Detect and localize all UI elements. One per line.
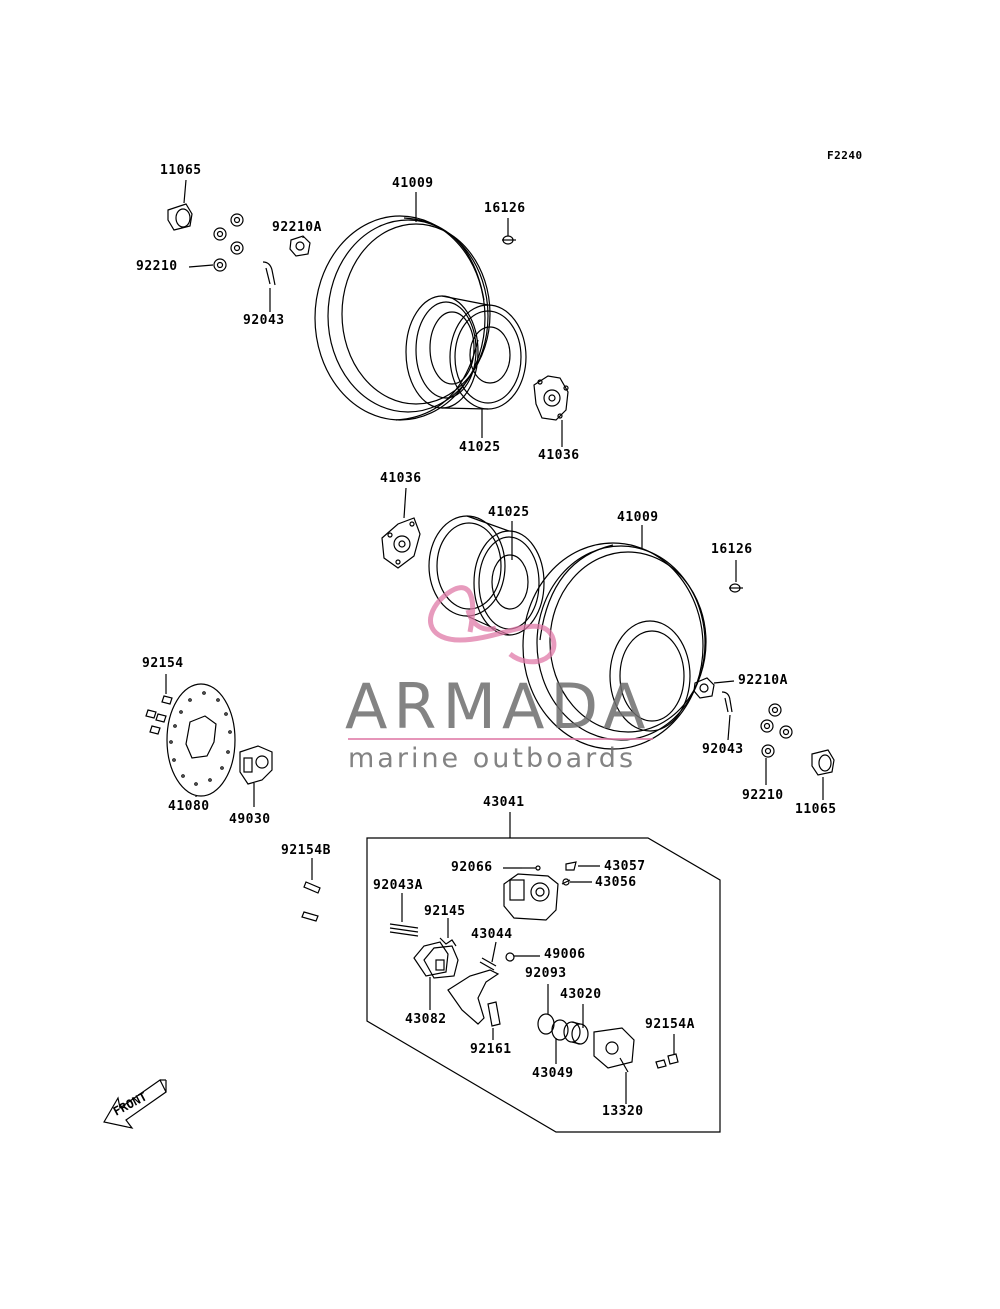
watermark-logo-swirl (428, 585, 557, 665)
brake-pads (413, 941, 459, 979)
callout-label: 92154B (281, 843, 331, 858)
bolts-92154A (655, 1053, 679, 1069)
cap-43057 (565, 861, 577, 871)
callout-label: 16126 (484, 201, 526, 216)
callout-label: 92210A (738, 673, 788, 688)
callout-label: 43020 (560, 987, 602, 1002)
part-43056 (561, 878, 571, 886)
disc-bolts (145, 695, 173, 735)
middle-valve-cap (729, 583, 743, 593)
middle-cotter-pin (721, 691, 733, 713)
top-axle-nut (289, 235, 311, 257)
callout-label: 92161 (470, 1042, 512, 1057)
slide-pin-43044 (479, 957, 497, 971)
callout-label: 16126 (711, 542, 753, 557)
piston-43020 (563, 1021, 589, 1045)
callout-label: 41036 (538, 448, 580, 463)
callout-label: 92210 (742, 788, 784, 803)
callout-label: 92043 (243, 313, 285, 328)
callout-label: 92066 (451, 860, 493, 875)
callout-label: 43082 (405, 1012, 447, 1027)
caliper-assy-outline (366, 837, 721, 1133)
top-rim (405, 295, 527, 410)
top-cotter-pin (262, 261, 276, 286)
pad-spring (439, 937, 457, 947)
callout-label: 92145 (424, 904, 466, 919)
callout-label: 92210A (272, 220, 322, 235)
callout-label: 43049 (532, 1066, 574, 1081)
callout-label: 41025 (459, 440, 501, 455)
middle-tire (522, 542, 707, 750)
top-valve-cap (502, 235, 516, 245)
holder-13320 (593, 1027, 635, 1073)
callout-label: 49030 (229, 812, 271, 827)
callout-label: 43056 (595, 875, 637, 890)
top-wheel-nuts (213, 213, 244, 272)
callout-label: 92043A (373, 878, 423, 893)
callout-label: 13320 (602, 1104, 644, 1119)
brake-caliper-assy (239, 745, 273, 785)
boot-49006 (505, 952, 515, 962)
top-hub (533, 375, 569, 421)
middle-axle-nut (693, 677, 715, 699)
callout-label: 41080 (168, 799, 210, 814)
front-arrow-icon (103, 1079, 167, 1129)
callout-label: 92093 (525, 966, 567, 981)
callout-label: 41009 (617, 510, 659, 525)
callout-label: 41009 (392, 176, 434, 191)
callout-label: 41025 (488, 505, 530, 520)
callout-label: 11065 (795, 802, 837, 817)
callout-label: 43041 (483, 795, 525, 810)
callout-label: 43057 (604, 859, 646, 874)
callout-label: 49006 (544, 947, 586, 962)
callout-label: 43044 (471, 927, 513, 942)
middle-hub (381, 517, 421, 569)
middle-wheel-nuts (760, 703, 793, 758)
callout-label: 92210 (136, 259, 178, 274)
brake-disc (166, 683, 236, 797)
seals-92093 (537, 1013, 569, 1041)
top-nut-cap (167, 203, 193, 231)
callout-label: 41036 (380, 471, 422, 486)
caliper-body (503, 873, 559, 921)
callout-label: 92154 (142, 656, 184, 671)
pins-92043A (389, 923, 419, 937)
watermark-title: ARMADA (345, 670, 652, 743)
bleed-screw (522, 865, 541, 871)
figure-id: F2240 (827, 149, 863, 162)
pin-92161 (487, 1001, 501, 1027)
watermark-subtitle: marine outboards (348, 743, 637, 774)
mounting-bolts (301, 881, 321, 922)
watermark-rule (348, 738, 653, 740)
middle-nut-cap (811, 749, 835, 776)
callout-label: 92043 (702, 742, 744, 757)
caliper-bracket (447, 969, 500, 1025)
callout-label: 92154A (645, 1017, 695, 1032)
callout-label: 11065 (160, 163, 202, 178)
